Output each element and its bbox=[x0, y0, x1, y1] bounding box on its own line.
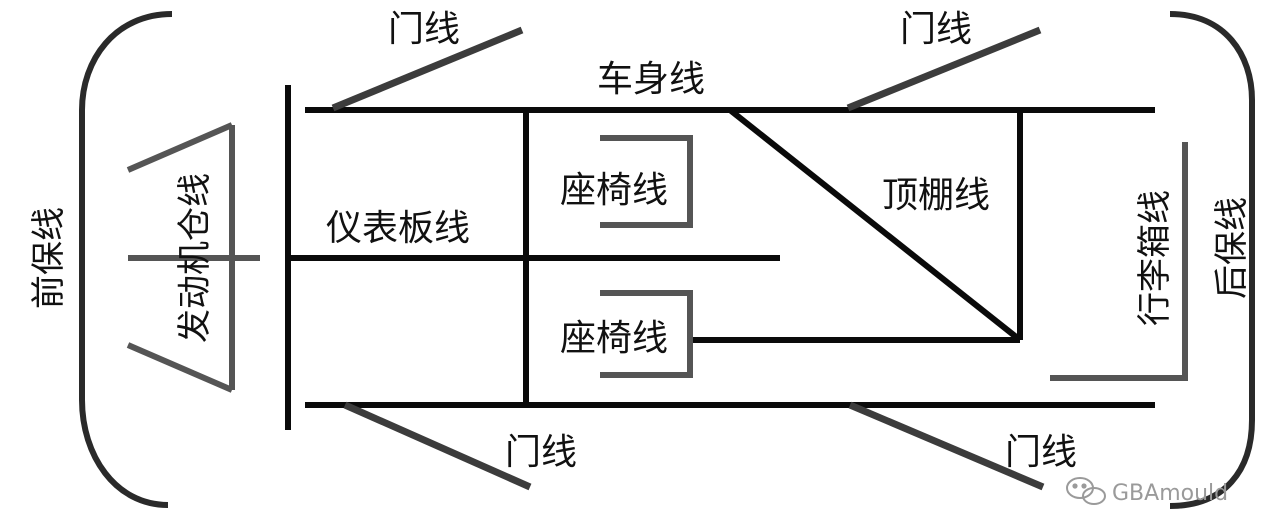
label-door-rear-top: 门线 bbox=[900, 9, 972, 50]
watermark: GBAmould bbox=[1066, 477, 1228, 506]
label-door-rear-bottom: 门线 bbox=[1005, 432, 1077, 473]
door-lines bbox=[331, 26, 1045, 491]
label-headliner: 顶棚线 bbox=[882, 175, 990, 216]
label-seat-lower: 座椅线 bbox=[560, 318, 668, 359]
watermark-text: GBAmould bbox=[1112, 481, 1228, 506]
engine-bay-lines bbox=[126, 122, 260, 393]
front-bumper-bracket bbox=[79, 11, 173, 508]
label-seat-upper: 座椅线 bbox=[560, 170, 668, 211]
seat-upper-bracket bbox=[600, 135, 693, 228]
rear-bumper-bracket bbox=[1169, 11, 1255, 509]
seat-lower-bracket bbox=[600, 290, 693, 378]
label-front-bumper: 前保线 bbox=[29, 207, 69, 309]
instrument-panel-lines bbox=[285, 85, 780, 430]
label-door-front-top: 门线 bbox=[388, 9, 460, 50]
wechat-icon bbox=[1066, 477, 1106, 505]
label-body: 车身线 bbox=[597, 59, 705, 100]
label-trunk: 行李箱线 bbox=[1135, 190, 1175, 326]
label-door-front-bottom: 门线 bbox=[505, 432, 577, 473]
headliner-lines bbox=[688, 107, 1023, 343]
label-instrument-panel: 仪表板线 bbox=[326, 208, 470, 249]
trunk-bracket bbox=[1050, 142, 1188, 381]
label-rear-bumper: 后保线 bbox=[1212, 197, 1252, 299]
label-engine-bay: 发动机仓线 bbox=[175, 173, 215, 343]
